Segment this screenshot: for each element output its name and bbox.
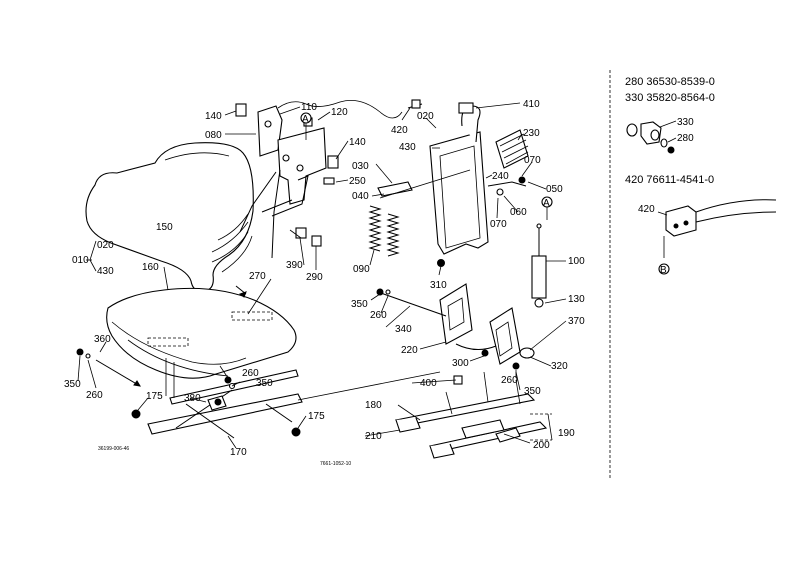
label-175a: 175 bbox=[146, 391, 163, 402]
label-080: 080 bbox=[205, 130, 222, 141]
label-070b: 070 bbox=[490, 219, 507, 230]
ref-letter-b-inset: B bbox=[660, 265, 667, 276]
label-020b: 020 bbox=[97, 240, 114, 251]
misc-bolts bbox=[224, 259, 445, 390]
label-430: 430 bbox=[399, 142, 416, 153]
label-010: 010 bbox=[72, 255, 89, 266]
label-390: 390 bbox=[286, 260, 303, 271]
shock-absorber bbox=[487, 176, 547, 308]
label-200: 200 bbox=[533, 440, 550, 451]
label-190: 190 bbox=[558, 428, 575, 439]
label-140b: 140 bbox=[349, 137, 366, 148]
label-150: 150 bbox=[156, 222, 173, 233]
label-340: 340 bbox=[395, 324, 412, 335]
footer-code-left: 36199-006-46 bbox=[98, 446, 129, 452]
label-030: 030 bbox=[352, 161, 369, 172]
sidebar-line-1: 280 36530-8539-0 bbox=[625, 76, 715, 88]
label-420: 420 bbox=[391, 125, 408, 136]
label-110: 110 bbox=[301, 102, 317, 113]
label-210: 210 bbox=[365, 431, 382, 442]
stud-nuts-390-290 bbox=[289, 227, 322, 247]
label-090: 090 bbox=[353, 264, 370, 275]
inset-label-420: 420 bbox=[638, 204, 655, 215]
ref-letter-a-2: A bbox=[543, 198, 550, 209]
label-270: 270 bbox=[249, 271, 266, 282]
label-350a: 350 bbox=[351, 299, 368, 310]
label-410: 410 bbox=[523, 99, 540, 110]
label-300: 300 bbox=[452, 358, 469, 369]
label-130: 130 bbox=[568, 294, 585, 305]
label-350c: 350 bbox=[524, 386, 541, 397]
label-260a: 260 bbox=[370, 310, 387, 321]
label-230: 230 bbox=[523, 128, 540, 139]
label-400: 400 bbox=[420, 378, 437, 389]
ref-letter-a-1: A bbox=[302, 114, 309, 125]
sidebar-line-2: 330 35820-8564-0 bbox=[625, 92, 715, 104]
label-180: 180 bbox=[365, 400, 382, 411]
reference-markers: A A bbox=[300, 112, 553, 220]
label-170: 170 bbox=[230, 447, 247, 458]
slide-rail-assembly bbox=[379, 99, 529, 255]
label-220: 220 bbox=[401, 345, 418, 356]
label-360: 360 bbox=[94, 334, 111, 345]
inset-420-connector bbox=[657, 199, 777, 258]
label-160: 160 bbox=[142, 262, 159, 273]
label-310: 310 bbox=[430, 280, 447, 291]
leader-lines bbox=[77, 102, 567, 449]
label-050: 050 bbox=[546, 184, 563, 195]
seat-brackets bbox=[376, 283, 535, 365]
backrest-bracket bbox=[235, 99, 403, 259]
backrest-cushion bbox=[85, 142, 254, 292]
label-350b: 350 bbox=[64, 379, 81, 390]
label-260b: 260 bbox=[86, 390, 103, 401]
label-260c: 260 bbox=[501, 375, 518, 386]
footer-code-center: 7661-1052-10 bbox=[320, 461, 351, 467]
label-380: 380 bbox=[184, 393, 201, 404]
label-260d: 260 bbox=[242, 368, 259, 379]
inset-label-330: 330 bbox=[677, 117, 694, 128]
seat-cushion bbox=[106, 287, 297, 379]
inset-330-280-parts bbox=[626, 120, 677, 154]
sidebar-line-3: 420 76611-4541-0 bbox=[625, 174, 714, 186]
label-070a: 070 bbox=[524, 155, 541, 166]
label-240: 240 bbox=[492, 171, 509, 182]
label-290: 290 bbox=[306, 272, 323, 283]
label-100: 100 bbox=[568, 256, 585, 267]
label-020: 020 bbox=[417, 111, 434, 122]
label-320: 320 bbox=[551, 361, 568, 372]
label-040: 040 bbox=[352, 191, 369, 202]
label-060: 060 bbox=[510, 207, 527, 218]
suspension-springs bbox=[368, 181, 413, 257]
label-370: 370 bbox=[568, 316, 585, 327]
rod-360 bbox=[76, 348, 141, 387]
ref-marker-b-inset bbox=[658, 263, 670, 275]
label-430b: 430 bbox=[97, 266, 114, 277]
base-rails bbox=[394, 349, 552, 459]
inset-label-280: 280 bbox=[677, 133, 694, 144]
label-140a: 140 bbox=[205, 111, 222, 122]
part-labels: 140 080 110 120 140 030 250 040 420 020 … bbox=[64, 99, 585, 458]
label-250: 250 bbox=[349, 176, 366, 187]
label-175b: 175 bbox=[308, 411, 325, 422]
label-350d: 350 bbox=[256, 378, 273, 389]
label-120: 120 bbox=[331, 107, 348, 118]
